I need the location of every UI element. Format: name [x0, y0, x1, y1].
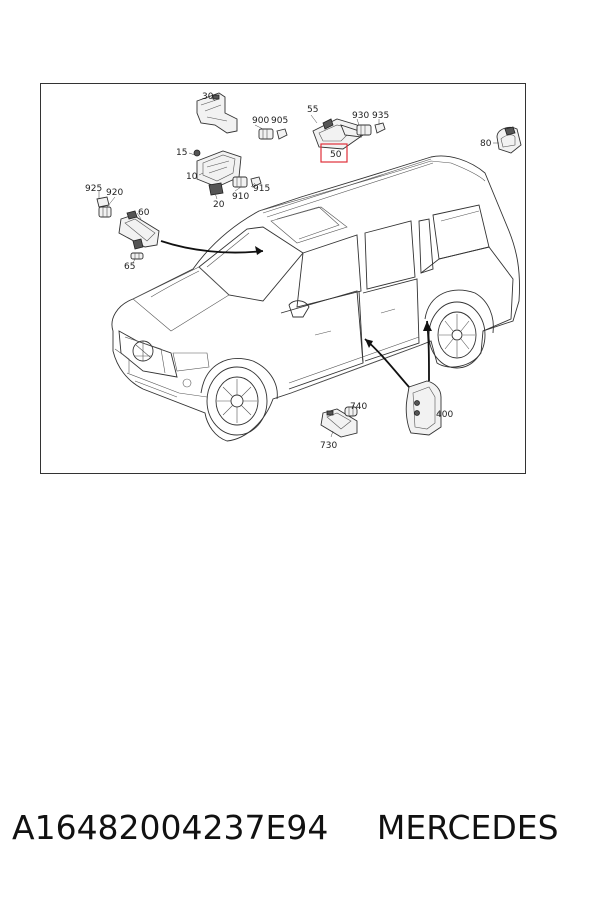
callout-10: 10	[186, 172, 198, 182]
part-65-bulb	[130, 252, 144, 260]
callout-65: 65	[124, 262, 135, 272]
arrow-to-door-sill	[364, 338, 410, 388]
callout-915: 915	[253, 184, 270, 194]
vehicle-illustration	[111, 155, 520, 442]
parts-diagram: 30 900 905 55 930 935 80 15 50 10 925 92…	[85, 92, 522, 451]
part-930-935-bulb	[356, 122, 386, 136]
leader-lines	[98, 96, 499, 438]
callout-900: 900	[252, 116, 269, 126]
callout-60: 60	[138, 208, 150, 218]
callout-30: 30	[202, 92, 214, 102]
part-20-switch	[208, 182, 224, 196]
highlight-box-50	[320, 143, 348, 163]
callout-930: 930	[352, 111, 369, 121]
part-80-lamp	[496, 126, 522, 154]
callout-80: 80	[480, 139, 492, 149]
callout-20: 20	[213, 200, 225, 210]
callout-labels: 30 900 905 55 930 935 80 15 50 10 925 92…	[85, 92, 492, 451]
callout-730: 730	[320, 441, 337, 451]
part-400-control-unit	[405, 380, 442, 436]
callout-910: 910	[232, 192, 249, 202]
callout-920: 920	[106, 188, 123, 198]
part-920-925-bulb	[96, 196, 112, 218]
callout-15: 15	[176, 148, 187, 158]
arrow-to-front-lamp	[160, 240, 264, 255]
part-910-915-bulb	[232, 176, 262, 188]
callout-925: 925	[85, 184, 102, 194]
part-30-overhead-module	[196, 92, 238, 134]
part-10-interior-lamp	[193, 149, 242, 188]
part-60-lamp	[118, 210, 160, 250]
callout-905: 905	[271, 116, 288, 126]
arrow-to-rear-door	[423, 320, 432, 382]
callout-50: 50	[330, 150, 342, 160]
callout-935: 935	[372, 111, 389, 121]
callout-400: 400	[436, 410, 453, 420]
part-900-905-bulb	[258, 128, 288, 140]
parts-diagram-frame: 30 900 905 55 930 935 80 15 50 10 925 92…	[40, 83, 526, 474]
caption-bar: A16482004237E94 MERCEDES	[12, 808, 592, 858]
part-number: A16482004237E94	[12, 808, 329, 847]
part-740-bulb	[344, 406, 358, 417]
callout-740: 740	[350, 402, 367, 412]
part-50-interior-lamp	[312, 118, 364, 150]
brand-name: MERCEDES	[376, 808, 559, 847]
callout-55: 55	[307, 105, 318, 115]
